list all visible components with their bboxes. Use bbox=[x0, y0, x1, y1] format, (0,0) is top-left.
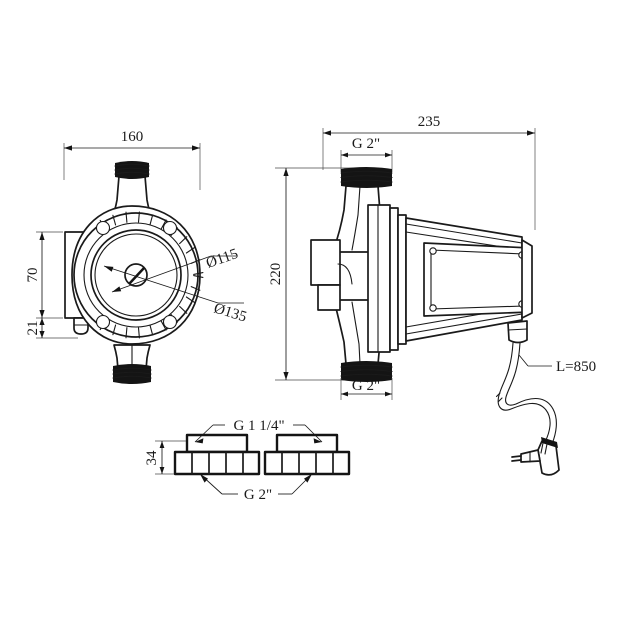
front-bolt-boss-bl bbox=[95, 314, 111, 330]
label-side-length: 235 bbox=[418, 114, 441, 130]
label-port-top: G 2" bbox=[352, 136, 380, 152]
front-bottom-thread-body bbox=[113, 364, 151, 384]
side-volute-body bbox=[367, 204, 391, 353]
arrow-235-right bbox=[527, 130, 535, 136]
front-top-thread-grooves bbox=[114, 163, 150, 175]
leader-d115 bbox=[111, 255, 212, 293]
side-bottom-neck-inner bbox=[351, 301, 361, 365]
arrow-34-bottom bbox=[159, 467, 165, 474]
cover-screw-bl bbox=[429, 304, 437, 312]
label-bolt-circle: Ø115 bbox=[204, 246, 240, 272]
side-flange-plate-2 bbox=[397, 214, 407, 345]
side-gland-line bbox=[507, 328, 528, 331]
fitting-right-body bbox=[263, 450, 351, 476]
arrow-21-bottom bbox=[39, 331, 45, 338]
arrow-g2-right bbox=[304, 474, 312, 483]
front-motor-inner-circle bbox=[94, 233, 178, 317]
label-cable-length: L=850 bbox=[556, 359, 596, 375]
leader-g114-left bbox=[194, 424, 214, 443]
side-top-thread-grooves bbox=[340, 170, 393, 183]
leader-g114-right bbox=[304, 424, 323, 443]
front-cable-gland bbox=[73, 317, 89, 335]
side-housing-rib-bot bbox=[405, 313, 523, 335]
label-side-height: 220 bbox=[268, 263, 284, 286]
label-port-bottom: G 2" bbox=[352, 378, 380, 394]
arrow-34-top bbox=[159, 441, 165, 448]
arrow-g114-right bbox=[313, 438, 322, 444]
leader-d135 bbox=[103, 265, 219, 304]
arrow-70-bottom bbox=[39, 310, 45, 318]
label-fitting-height: 34 bbox=[144, 450, 160, 466]
fitting-left-top-hex bbox=[185, 433, 249, 454]
arrow-220-top bbox=[283, 168, 289, 176]
side-top-thread bbox=[341, 167, 392, 188]
fitting-left-body bbox=[173, 450, 261, 476]
side-bottom-thread-grooves bbox=[340, 364, 393, 377]
front-bolt-boss-tr bbox=[162, 220, 178, 236]
front-view: 160 70 21 Ø115 Ø135 bbox=[25, 129, 248, 384]
cable-bend-marks bbox=[495, 392, 503, 403]
front-top-thread-body bbox=[115, 161, 149, 179]
cable-inner-edge bbox=[505, 342, 557, 445]
plug-strain-relief bbox=[541, 437, 558, 448]
fitting-left-facets bbox=[191, 451, 244, 475]
label-motor-height: 70 bbox=[25, 268, 41, 283]
plug-ribs bbox=[540, 442, 548, 455]
arrow-21-top bbox=[39, 318, 45, 325]
arrow-220-bottom bbox=[283, 372, 289, 380]
arrow-235-left bbox=[323, 130, 331, 136]
arrow-160-left bbox=[64, 145, 72, 151]
label-front-width: 160 bbox=[121, 129, 144, 145]
arrow-gtop-right bbox=[385, 152, 392, 158]
fitting-detail-view: 34 G 1 1/4" G 2" bbox=[144, 418, 351, 503]
label-fitting-thread-bottom: G 2" bbox=[244, 487, 272, 503]
cover-screw-tl bbox=[429, 247, 437, 255]
side-housing-rib-top bbox=[405, 223, 523, 244]
front-bottom-thread-grooves bbox=[112, 367, 152, 379]
side-gland-block bbox=[317, 284, 341, 311]
arrow-gbot-right bbox=[385, 391, 392, 397]
side-top-neck-inner bbox=[351, 185, 361, 251]
arrow-gbot-left bbox=[341, 391, 348, 397]
label-fitting-thread-top: G 1 1/4" bbox=[233, 418, 284, 434]
label-flange-outer: Ø135 bbox=[212, 301, 249, 326]
arrow-d135 bbox=[104, 266, 114, 272]
side-end-cap bbox=[521, 239, 533, 319]
front-bolt-boss-br bbox=[162, 314, 178, 330]
arrow-70-top bbox=[39, 232, 45, 240]
cable-outer-edge bbox=[497, 342, 551, 443]
fitting-right-top-hex bbox=[275, 433, 339, 454]
side-terminal-block bbox=[310, 239, 341, 286]
arrow-g114-left bbox=[195, 438, 204, 444]
front-bolt-boss-tl bbox=[95, 220, 111, 236]
side-housing-fillet bbox=[337, 263, 353, 285]
side-cable-gland bbox=[507, 320, 528, 344]
power-plug-body bbox=[537, 440, 560, 476]
plug-prongs bbox=[511, 455, 522, 462]
arrow-gtop-left bbox=[341, 152, 348, 158]
front-bolt-circle bbox=[83, 222, 189, 328]
side-view: 235 G 2" 220 bbox=[268, 114, 596, 476]
arrow-d115 bbox=[112, 286, 122, 292]
leader-cable-tick bbox=[518, 354, 529, 367]
fitting-right-facets bbox=[281, 451, 334, 475]
label-lower-offset: 21 bbox=[25, 321, 41, 336]
arrow-160-right bbox=[192, 145, 200, 151]
arrow-g2-left bbox=[200, 474, 208, 483]
front-screw-slot bbox=[128, 267, 145, 285]
side-flange-plate bbox=[389, 207, 399, 351]
